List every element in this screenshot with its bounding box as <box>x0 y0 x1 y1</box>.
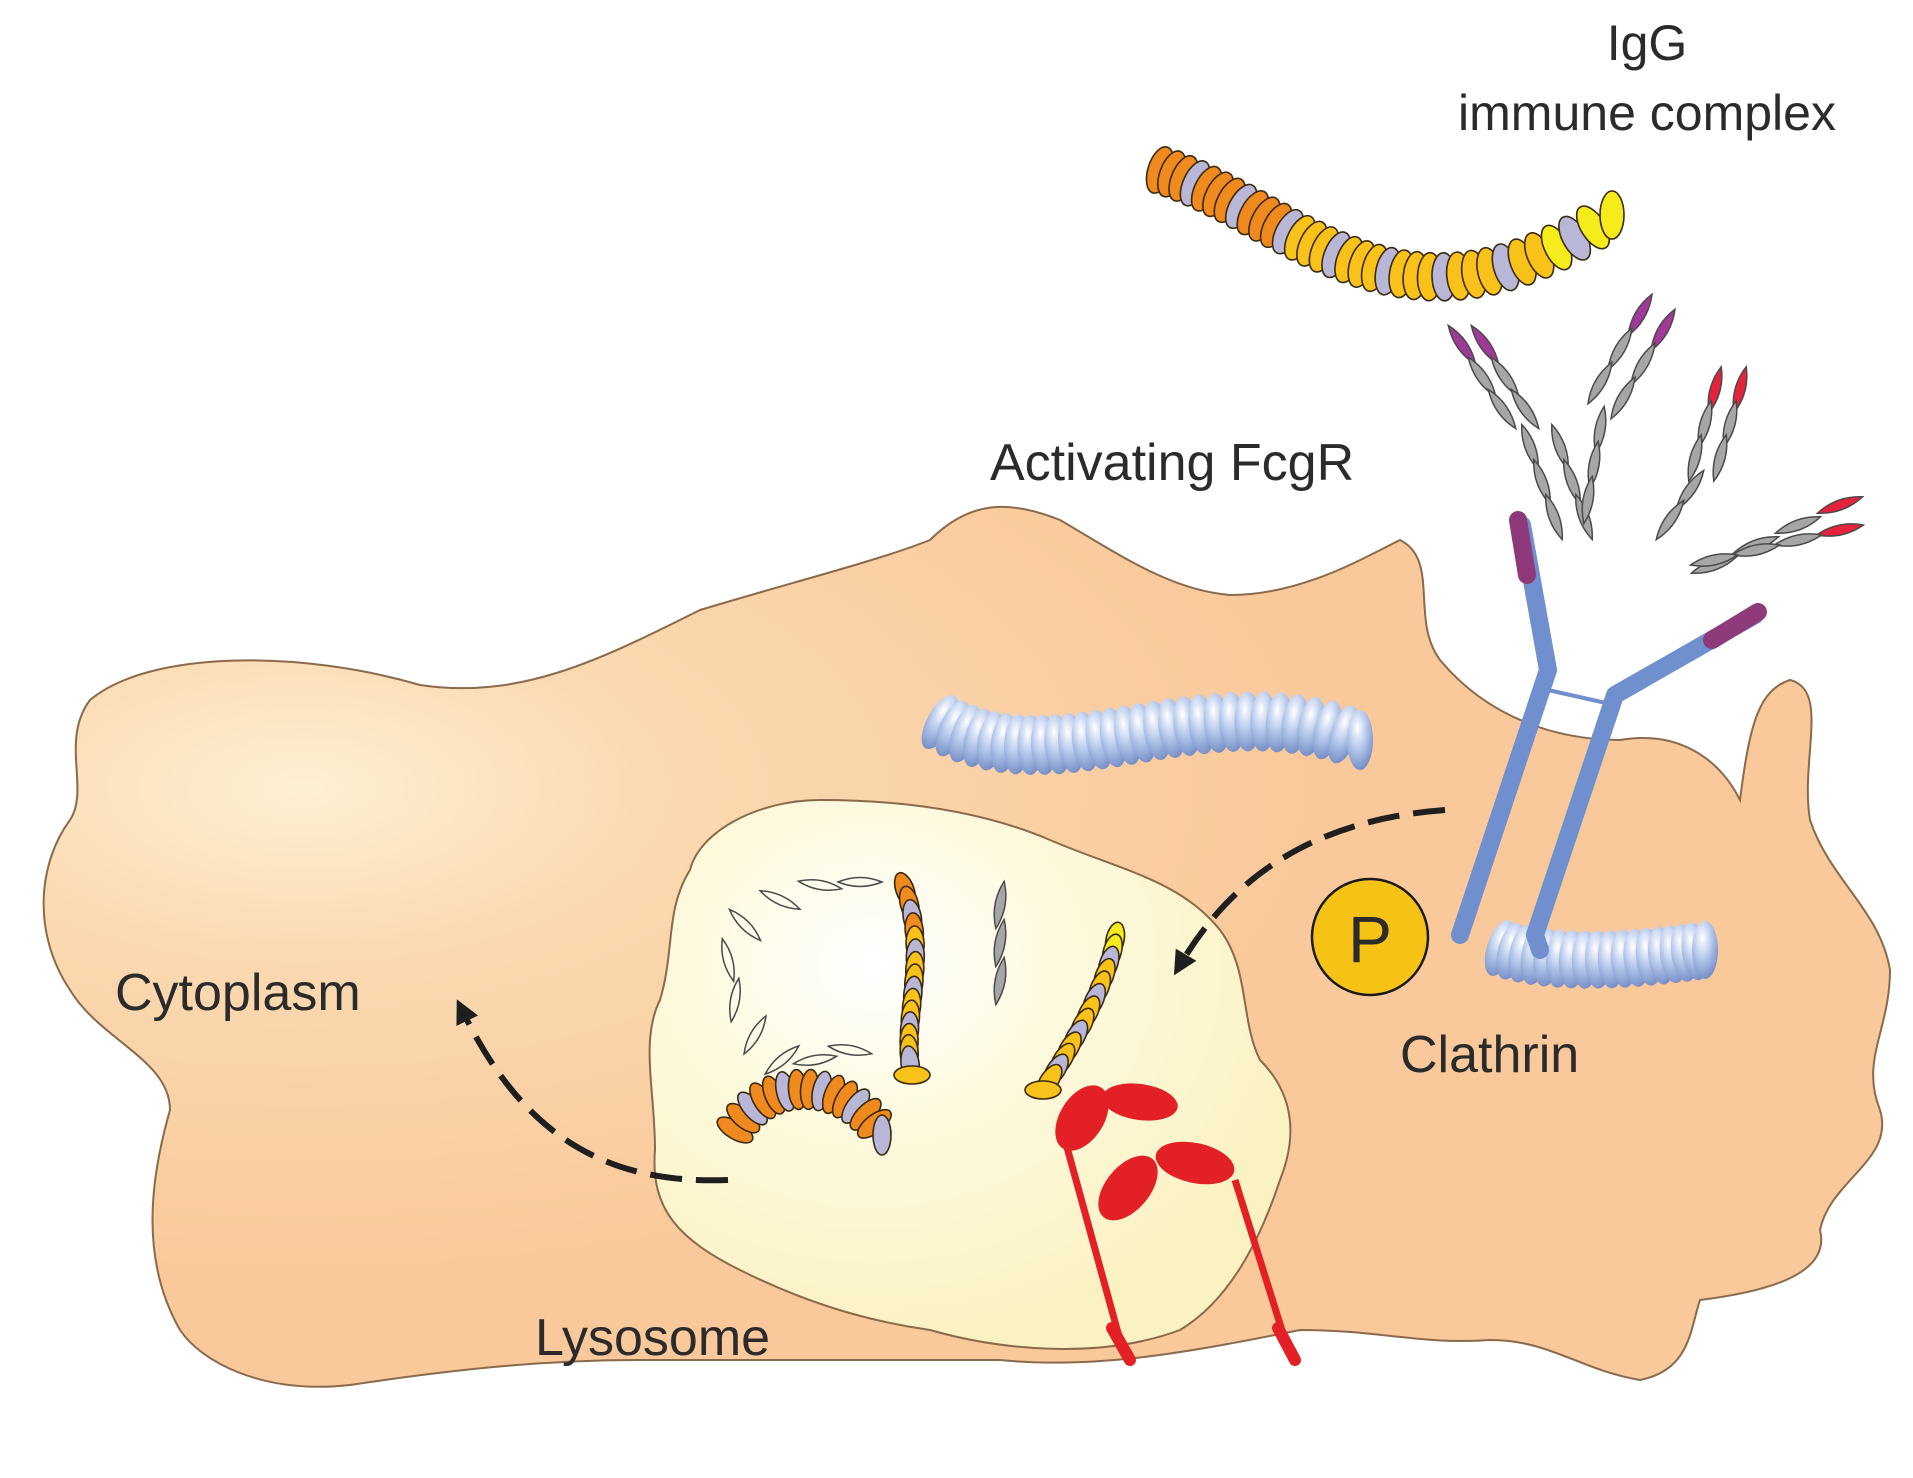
antibody-icon-segment <box>1487 387 1517 431</box>
antibody-icon-3b <box>1712 364 1748 484</box>
antibody-icon-4-segment <box>1815 496 1865 514</box>
fc-receptor-icon <box>1451 511 1767 959</box>
antibody-icon-3-segment <box>1687 432 1703 484</box>
antibody-icon-2-stem <box>1581 404 1607 526</box>
antibody-icon <box>1447 323 1517 431</box>
degraded-antigen-segment <box>796 879 844 891</box>
dashed-arrow-icon <box>1173 807 1446 976</box>
receptor-right-arm <box>1526 606 1764 959</box>
degraded-antigen-loop <box>721 876 884 1076</box>
degraded-antigen-fragment-segment <box>993 955 1007 1007</box>
receptor-tip-right <box>1703 603 1767 649</box>
degraded-antigen-segment <box>743 1014 767 1056</box>
antibody-icon-3 <box>1687 364 1723 484</box>
antibody-icon-4b-segment <box>1814 523 1866 537</box>
degraded-antigen-segment <box>721 936 735 984</box>
degraded-antigen-fragment-segment <box>993 879 1007 931</box>
receptor-disulfide <box>1547 688 1616 707</box>
antibody-icon-stem-b-segment <box>1551 422 1569 472</box>
antibody-icon-2-stem-segment <box>1593 404 1607 456</box>
antibody-icon-3-stem <box>1655 468 1705 542</box>
degraded-chain-bottom-bead <box>872 1114 892 1156</box>
degraded-antigen-segment <box>728 908 762 942</box>
antibody-icon-stem-a <box>1521 422 1563 542</box>
degraded-chain-diagonal <box>1024 921 1126 1100</box>
antibody-icon-2 <box>1587 292 1653 406</box>
degraded-antigen-segment <box>729 976 741 1024</box>
clathrin-label: Clathrin <box>1400 1026 1579 1084</box>
degraded-chain-vertical <box>893 871 931 1085</box>
receptor-tip-left <box>1509 511 1536 584</box>
clathrin-chain-icon-lower-bead <box>1692 921 1718 979</box>
clathrin-chain-icon-bead <box>921 694 959 750</box>
antibody-icon-stem-b-segment <box>1563 457 1581 507</box>
clathrin-chain-icon-bead <box>1347 710 1373 770</box>
antibody-icon-b <box>1470 323 1540 431</box>
igg-label-line2: immune complex <box>1458 85 1836 141</box>
degraded-antigen-segment <box>826 1044 874 1056</box>
phosphate-badge-icon: P <box>1310 877 1430 997</box>
svg-text:P: P <box>1348 902 1392 976</box>
antibody-icon-2-stem-segment <box>1581 474 1595 526</box>
antibody-icon-stem-a-segment <box>1521 422 1539 472</box>
clathrin-chain-icon <box>921 691 1373 775</box>
antibody-icon-3b-segment <box>1712 432 1728 484</box>
lysosome-label: Lysosome <box>535 1309 770 1367</box>
degraded-antigen-fragment-segment <box>993 917 1007 969</box>
igg-label-line1: IgG <box>1607 15 1688 71</box>
degraded-antigen-segment <box>791 1054 839 1066</box>
antibody-icon-2b <box>1610 307 1676 421</box>
antibody-icon-4b <box>1688 523 1866 567</box>
antibody-icon-stem-a-segment <box>1533 457 1551 507</box>
antibody-icon-stem-a-segment <box>1545 492 1563 542</box>
dashed-arrow-icon-cytoplasm <box>456 999 729 1184</box>
degraded-antigen-segment <box>758 889 802 911</box>
antibody-icon-2b-segment <box>1610 375 1636 421</box>
degraded-antigen-segment <box>836 876 884 888</box>
antibody-icon-2-segment <box>1587 360 1613 406</box>
lysosomal-membrane-protein <box>1055 1083 1301 1366</box>
igg-complex-chain <box>1145 146 1625 302</box>
degraded-antigen-fragment <box>993 879 1007 1007</box>
activating-fcgr-label: Activating FcgR <box>990 434 1354 492</box>
igg-complex-chain-bead <box>1599 190 1625 240</box>
cytoplasm-label: Cytoplasm <box>115 964 361 1022</box>
antibody-icon-4-segment <box>1773 516 1823 534</box>
degraded-chain-diagonal-bead <box>1024 1080 1062 1100</box>
antibody-icon-b-segment <box>1510 387 1540 431</box>
antibody-icon-2-stem-segment <box>1587 439 1601 491</box>
degraded-chain-vertical-bead <box>893 1065 931 1085</box>
antibody-icon-3-stem-segment <box>1655 498 1685 542</box>
degraded-chain-bottom <box>716 1068 892 1156</box>
antibody-icon-4b-segment <box>1688 553 1740 567</box>
degraded-antigen-segment <box>763 1044 801 1076</box>
